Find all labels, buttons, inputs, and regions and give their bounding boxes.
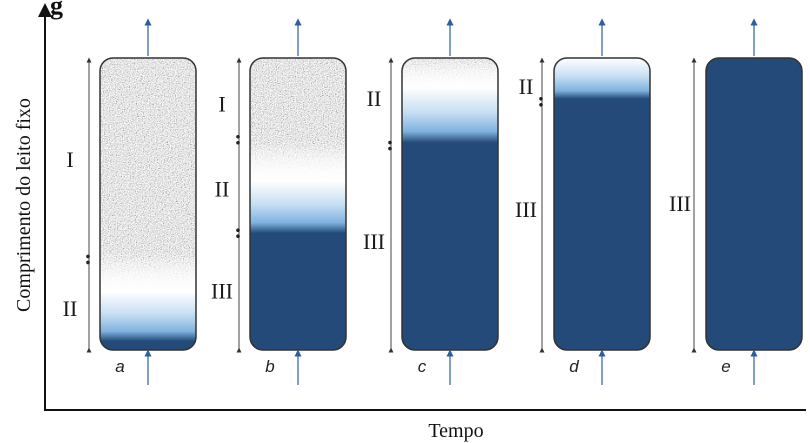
zone-divider-dot (236, 134, 240, 139)
zone-divider-dot (388, 140, 392, 145)
zone-label-e-1: III (669, 191, 691, 216)
zone-divider-dot (388, 146, 392, 151)
zone-divider-dot (236, 234, 240, 238)
column-b-letter: b (265, 357, 274, 376)
zone-divider-dot (86, 254, 90, 259)
zone-label-b-3: III (211, 279, 233, 304)
column-e: III e (669, 18, 803, 385)
column-d-letter: d (569, 357, 579, 376)
column-a-letter: a (115, 357, 124, 376)
x-axis-label: Tempo (428, 420, 483, 442)
zone-label-d-1: II (519, 74, 534, 99)
zone-label-b-1: I (218, 92, 225, 117)
column-c-saturated-zone (402, 58, 498, 350)
zone-divider-dot (86, 260, 90, 265)
zone-divider-dot (236, 228, 240, 232)
column-e-saturated-zone (706, 58, 802, 350)
zone-label-a-1: I (66, 147, 73, 172)
zone-label-c-2: III (363, 229, 385, 254)
zone-divider-dot (539, 97, 543, 101)
column-d-saturated-zone (554, 58, 650, 350)
zone-label-c-1: II (367, 86, 382, 111)
zone-label-a-2: II (63, 296, 78, 321)
figure-header-fragment: g (50, 0, 63, 20)
y-axis-label: Comprimento do leito fixo (13, 98, 35, 312)
zone-label-d-2: III (515, 197, 537, 222)
column-c-letter: c (418, 357, 427, 376)
column-a-saturated-zone (100, 58, 196, 350)
zone-divider-dot (236, 140, 240, 145)
zone-divider-dot (539, 103, 543, 107)
zone-label-b-2: II (215, 176, 230, 201)
column-b-saturated-zone (250, 58, 346, 350)
column-e-letter: e (721, 357, 730, 376)
